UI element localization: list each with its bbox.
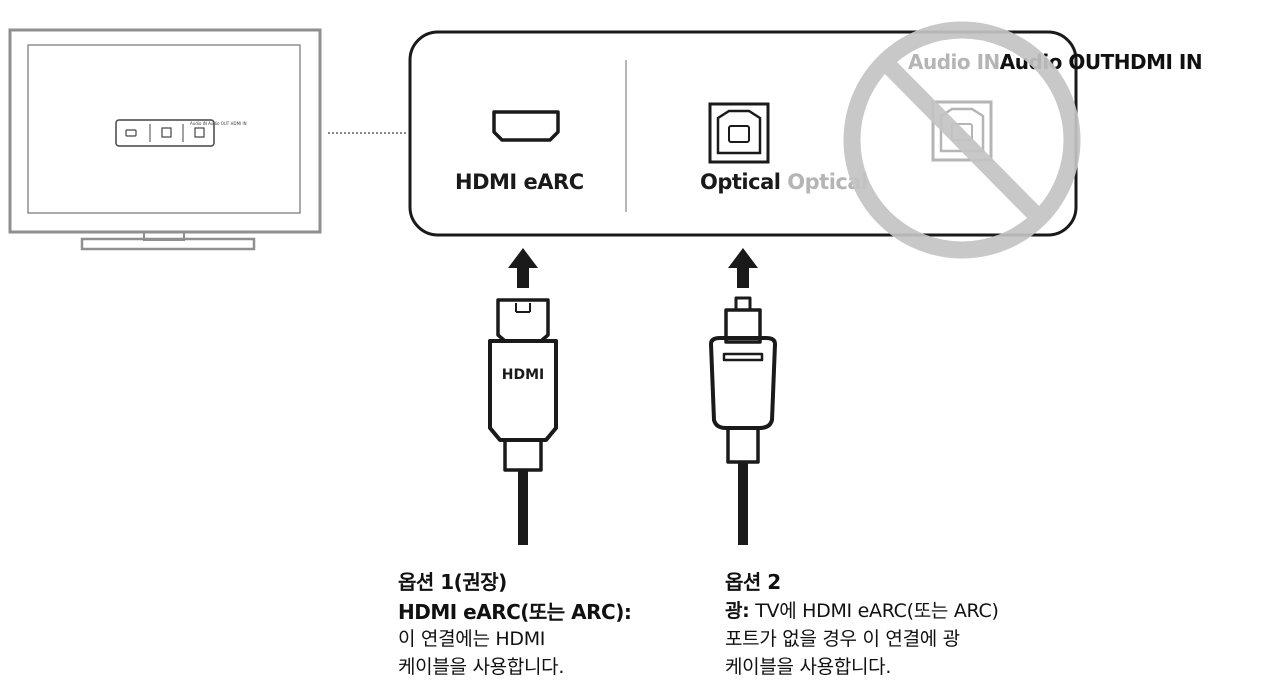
audio-out-label: Audio OUT	[999, 50, 1114, 74]
up-arrow-icon-optical	[728, 248, 758, 288]
disabled-optical-port-icon	[931, 100, 993, 162]
option2-line1-rest: TV에 HDMI eARC(또는 ARC)	[749, 600, 999, 622]
optical-cable-icon	[709, 296, 777, 545]
hdmi-port-icon	[492, 110, 560, 142]
optical-port-label: Optical Optical	[700, 170, 868, 194]
audio-in-label: Audio IN	[908, 50, 1000, 74]
optical-port-icon	[708, 102, 770, 164]
hdmi-cable-icon	[488, 298, 558, 545]
panel-top-labels: Audio INAudio OUTHDMI IN	[908, 50, 1203, 74]
option2-title: 옵션 2	[725, 570, 781, 594]
option2-line1: 광: TV에 HDMI eARC(또는 ARC)	[725, 596, 999, 623]
option2-prefix: 광:	[725, 600, 750, 622]
tv-icon	[8, 28, 322, 251]
optical-label: Optical	[700, 170, 781, 194]
tv-mini-label: Audio IN Audio OUT HDMI IN	[190, 121, 247, 126]
optical-disabled-label: Optical	[787, 170, 868, 194]
option2-line2: 포트가 없을 경우 이 연결에 광	[725, 628, 960, 650]
option1-line1: 이 연결에는 HDMI	[398, 628, 546, 650]
hdmi-in-label: HDMI IN	[1113, 50, 1203, 74]
option1-line2: 케이블을 사용합니다.	[398, 656, 565, 678]
up-arrow-icon	[508, 248, 538, 288]
option1-title: 옵션 1(권장)	[398, 570, 507, 594]
hdmi-earc-label: HDMI eARC	[455, 170, 584, 194]
hdmi-plug-label: HDMI	[501, 367, 545, 383]
option1-subtitle: HDMI eARC(또는 ARC):	[398, 600, 632, 624]
option2-line3: 케이블을 사용합니다.	[725, 656, 892, 678]
